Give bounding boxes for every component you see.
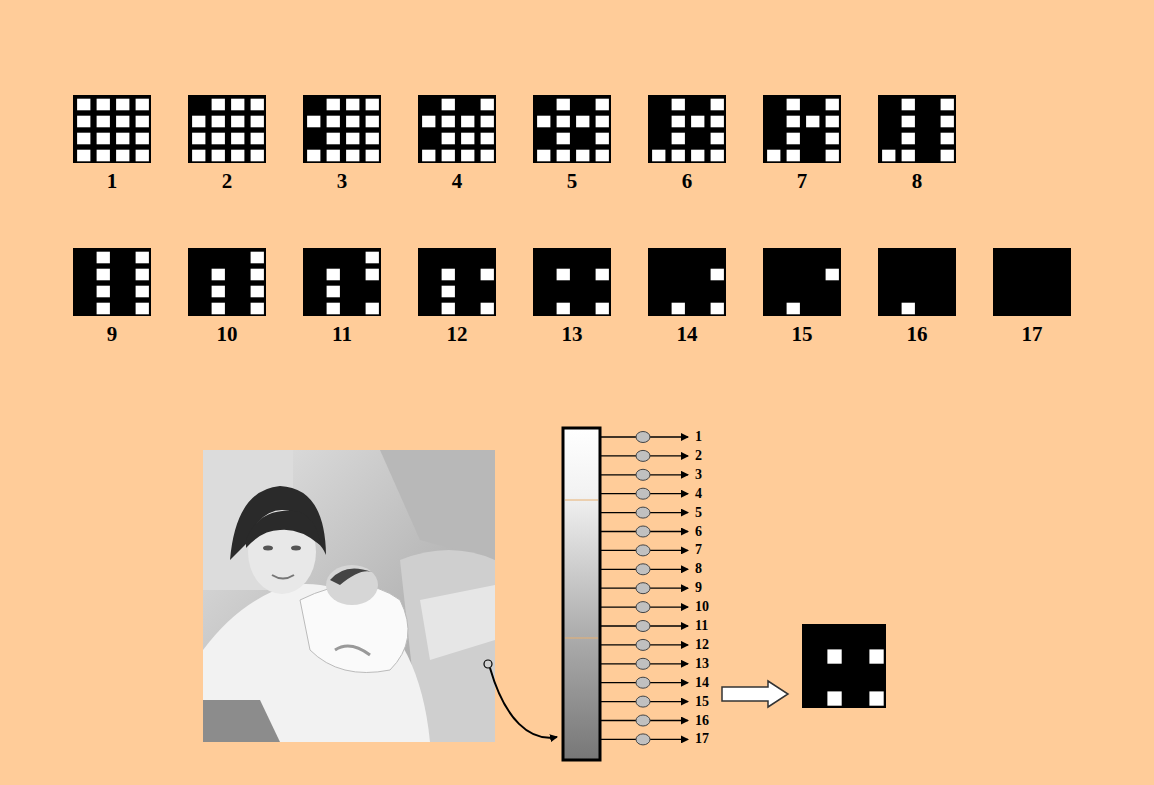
callout-number: 12 — [695, 637, 709, 653]
callout-number: 3 — [695, 467, 702, 483]
callout-number: 1 — [87, 169, 137, 193]
dither-pattern — [188, 95, 266, 163]
callout-number: 3 — [317, 169, 367, 193]
callout-number: 14 — [695, 675, 709, 691]
callout-number: 4 — [695, 486, 702, 502]
dither-pattern — [418, 248, 496, 316]
callout-number: 5 — [695, 505, 702, 521]
dither-pattern — [802, 624, 886, 708]
callout-number: 1 — [695, 429, 702, 445]
callout-number: 13 — [695, 656, 709, 672]
callout-number: 7 — [695, 542, 702, 558]
callout-number: 5 — [547, 169, 597, 193]
dither-pattern — [878, 248, 956, 316]
callout-number: 6 — [695, 524, 702, 540]
dither-pattern — [418, 95, 496, 163]
callout-number: 9 — [695, 580, 702, 596]
callout-number: 2 — [202, 169, 252, 193]
dither-pattern — [73, 248, 151, 316]
callout-number: 2 — [695, 448, 702, 464]
dither-pattern — [763, 248, 841, 316]
callout-number: 16 — [892, 322, 942, 346]
callout-number: 11 — [317, 322, 367, 346]
dither-pattern — [763, 95, 841, 163]
level-arrows — [600, 432, 688, 745]
callout-number: 10 — [202, 322, 252, 346]
callout-number: 6 — [662, 169, 712, 193]
callout-number: 11 — [695, 618, 708, 634]
callout-number: 17 — [1007, 322, 1057, 346]
callout-number: 7 — [777, 169, 827, 193]
dither-patterns — [73, 95, 1071, 708]
dither-pattern — [648, 248, 726, 316]
callout-number: 8 — [892, 169, 942, 193]
photo — [203, 450, 557, 742]
dither-pattern — [993, 248, 1071, 316]
callout-number: 12 — [432, 322, 482, 346]
gray-scale-bar — [563, 428, 600, 760]
callout-number: 17 — [695, 731, 709, 747]
callout-number: 15 — [695, 694, 709, 710]
result-arrow — [722, 681, 788, 707]
callout-number: 13 — [547, 322, 597, 346]
dither-pattern — [303, 248, 381, 316]
dither-pattern — [533, 248, 611, 316]
callout-number: 10 — [695, 599, 709, 615]
dither-pattern — [648, 95, 726, 163]
dither-pattern — [188, 248, 266, 316]
callout-number: 9 — [87, 322, 137, 346]
dither-pattern — [878, 95, 956, 163]
callout-number: 14 — [662, 322, 712, 346]
callout-number: 8 — [695, 561, 702, 577]
dither-pattern — [533, 95, 611, 163]
dither-pattern — [73, 95, 151, 163]
callout-number: 16 — [695, 713, 709, 729]
dither-pattern — [303, 95, 381, 163]
callout-number: 15 — [777, 322, 827, 346]
callout-number: 4 — [432, 169, 482, 193]
